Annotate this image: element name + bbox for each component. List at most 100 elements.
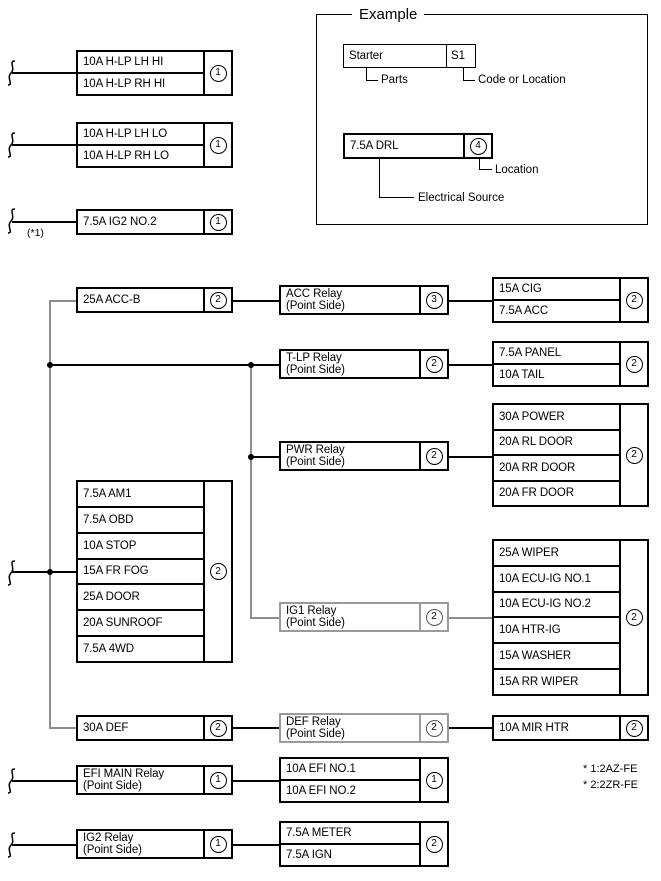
fuse-row: 10A ECU-IG NO.1 [494,567,619,593]
block-location: 2 [619,717,647,739]
wire-bus-to-pwr-relay [250,456,279,458]
fuse-row: 15A CIG [494,279,619,301]
bus-vertical-secondary [250,364,252,619]
block-location: 2 [619,343,647,385]
location-circle: 1 [209,771,227,789]
wire-ig1-relay-to-wiper [449,617,493,619]
block-ig2-relay: IG2 Relay (Point Side) 1 [76,829,233,859]
block-acc-b: 25A ACC-B 2 [76,287,233,313]
location-leader-vertical [479,159,481,170]
block-location: 3 [419,287,447,313]
wire-acc-relay-to-cig [449,300,493,302]
example-panel-title: Example [352,7,425,22]
engine-code-footnote: * 1:2AZ-FE * 2:2ZR-FE [583,763,639,791]
block-location: 1 [419,759,447,801]
bus-vertical-main [49,300,51,728]
block-location: 1 [203,831,231,857]
relay-label: ACC Relay (Point Side) [281,287,419,313]
relay-subtitle: (Point Side) [83,779,142,792]
relay-name: DEF Relay [286,716,341,728]
block-location: 2 [203,289,231,311]
relay-subtitle: (Point Side) [286,299,345,312]
asterisk-note: (*1) [27,227,44,239]
fuse-row: 30A POWER [494,405,619,431]
fuse-row: 10A HTR-IG [494,618,619,645]
code-leader-vertical [463,68,465,81]
fuse-row: 10A ECU-IG NO.2 [494,593,619,619]
relay-subtitle: (Point Side) [286,363,345,376]
example-parts-box: Starter S1 [343,44,476,68]
location-circle: 2 [625,446,643,464]
block-location: 2 [419,604,447,630]
block-location: 1 [203,52,231,94]
location-circle: 2 [625,719,643,737]
block-location: 1 [203,767,231,793]
block-pwr-relay: PWR Relay (Point Side) 2 [279,441,449,471]
wire-pwr-relay-to-power [449,456,493,458]
relay-subtitle: (Point Side) [286,616,345,629]
example-parts-code-text: S1 [451,50,466,62]
relay-label: EFI MAIN Relay (Point Side) [78,767,203,793]
wire-acc-b-to-acc-relay [233,300,279,302]
wire-bus-to-def [49,727,77,729]
fuse-row: 20A SUNROOF [78,611,203,638]
location-circle: 1 [209,213,227,231]
wire-break-symbol [7,60,16,86]
fuse-row: 10A EFI NO.2 [286,784,356,797]
wire-tlp-relay-to-panel [449,364,493,366]
fuse-row: 7.5A IGN [286,848,332,861]
block-hlp-hi: 10A H-LP LH HI 10A H-LP RH HI 1 [76,50,233,96]
wire-hlp-hi [12,72,78,74]
code-caption: Code or Location [478,74,566,86]
block-location: 2 [619,405,647,505]
fuse-row: 7.5A ACC [499,304,549,317]
block-am1-group: 7.5A AM1 7.5A OBD 10A STOP 15A FR FOG 25… [76,480,233,663]
fuse-row: 7.5A 4WD [83,642,134,655]
wire-bus-to-ig1-relay [250,617,279,619]
fuse-row: 10A EFI NO.1 [281,759,419,781]
wire-feed-ig2-relay [12,844,78,846]
fuse-row: 7.5A IG2 NO.2 [83,215,157,228]
location-leader-horizontal [479,169,492,171]
block-location: 2 [419,351,447,377]
wire-bus-to-tlp-relay [250,364,279,366]
fuse-row: 10A STOP [78,534,203,560]
relay-name: T-LP Relay [286,352,342,364]
block-location: 2 [203,482,231,661]
wire-bus-to-acc-b [49,300,77,302]
wire-def-relay-to-mir-htr [449,727,493,729]
wire-ig2-no2 [12,221,78,223]
wire-ig2-relay-to-meter [233,844,279,846]
block-location: 2 [419,823,447,865]
wire-def-to-def-relay [233,727,279,729]
location-circle: 3 [425,291,443,309]
parts-leader-vertical [366,68,368,81]
wire-efi-main-to-efi-fuses [233,780,279,782]
block-tlp-relay: T-LP Relay (Point Side) 2 [279,349,449,379]
fuse-row: 20A RL DOOR [494,431,619,456]
block-location: 1 [203,211,231,233]
fuse-row: 10A H-LP RH HI [83,77,166,90]
relay-label: PWR Relay (Point Side) [281,443,419,469]
fuse-row: 15A FR FOG [78,560,203,586]
location-circle: 4 [469,137,487,155]
location-circle: 2 [209,291,227,309]
fuse-row: 15A WASHER [494,644,619,671]
location-circle: 1 [209,64,227,82]
wire-break-symbol [7,560,16,586]
relay-name: ACC Relay [286,288,342,300]
relay-subtitle: (Point Side) [286,727,345,740]
block-acc-relay: ACC Relay (Point Side) 3 [279,285,449,315]
location-circle: 1 [209,835,227,853]
relay-label: IG1 Relay (Point Side) [281,604,419,630]
fuse-row: 25A DOOR [78,585,203,612]
wire-break-symbol [7,768,16,794]
block-power-doors: 30A POWER 20A RL DOOR 20A RR DOOR 20A FR… [492,403,649,507]
fuse-row: 10A H-LP LH HI [78,52,203,74]
example-fuse-label: 7.5A DRL [350,139,399,152]
fuse-row: 10A H-LP LH LO [78,124,203,146]
relay-label: IG2 Relay (Point Side) [78,831,203,857]
wire-hlp-lo [12,144,78,146]
location-circle: 2 [625,609,643,626]
